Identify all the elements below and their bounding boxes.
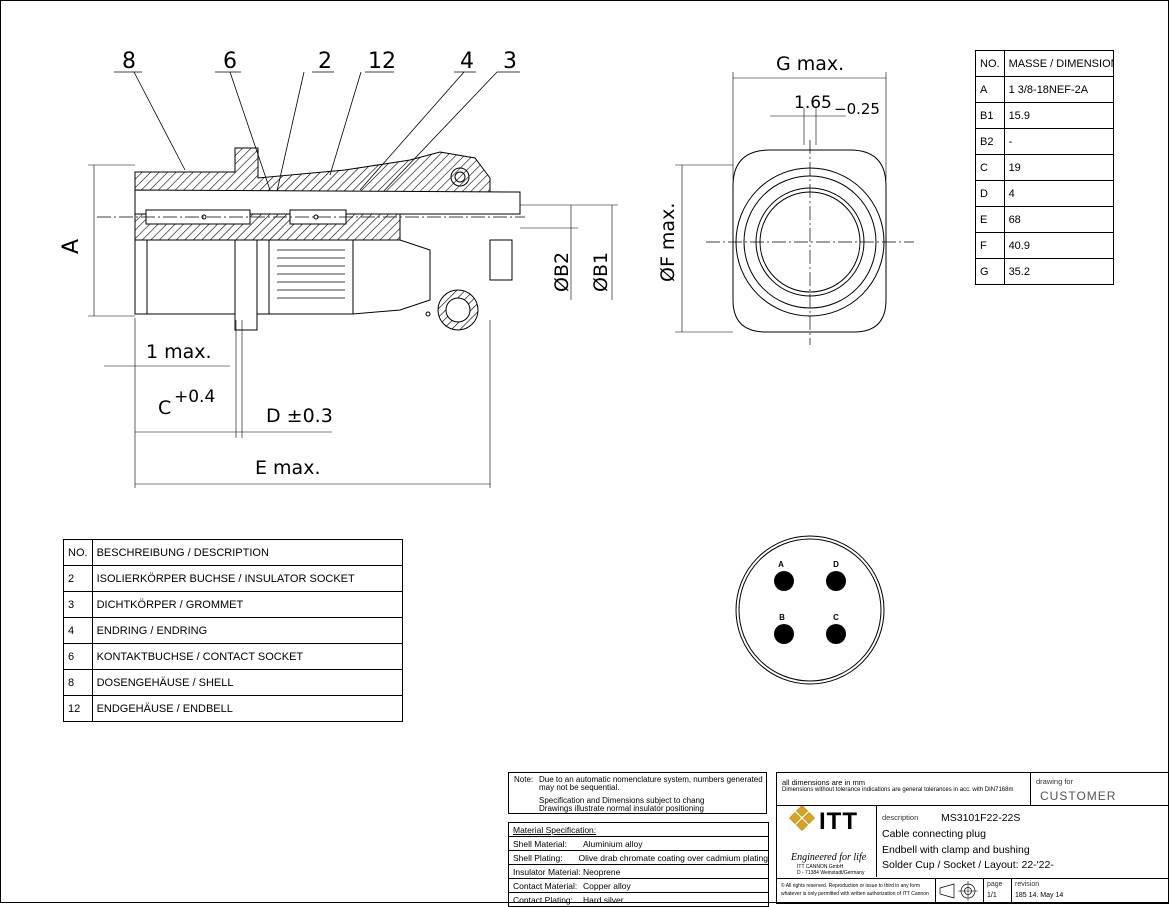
copyright-line: © All rights reserved. Reproduction or i… bbox=[781, 883, 921, 889]
dim-label-1max: 1 max. bbox=[146, 341, 212, 363]
pin-b bbox=[774, 624, 794, 644]
front-view-labels: G max. 1.65 −0.25 ØF max. bbox=[657, 53, 880, 282]
page-label: page bbox=[987, 881, 1003, 888]
material-title: Material Specification: bbox=[513, 824, 597, 835]
note-box: Note: Due to an automatic nomenclature s… bbox=[508, 772, 767, 814]
material-row: Contact Plating:Hard silver bbox=[509, 893, 768, 907]
projection-symbol-icon bbox=[939, 881, 978, 901]
pin-a bbox=[774, 571, 794, 591]
itt-logo-text: ITT bbox=[819, 808, 858, 835]
dim-label-165: 1.65 bbox=[794, 93, 832, 113]
dim-label-c: C bbox=[158, 397, 171, 419]
material-title-row: Material Specification: bbox=[509, 823, 768, 837]
part-number: MS3101F22-22S bbox=[941, 812, 1021, 824]
drawing-for-label: drawing for bbox=[1036, 777, 1074, 786]
title-block: all dimensions are in mm Dimensions with… bbox=[776, 772, 1169, 904]
side-view-labels: 8 6 2 12 4 3 A ØB2 ØB1 1 max. C +0.4 D ±… bbox=[59, 49, 612, 479]
page-cell: page 1/1 bbox=[984, 878, 1012, 903]
dim-label-c-tol: +0.4 bbox=[174, 387, 215, 407]
pin-label-c: C bbox=[833, 613, 839, 622]
callout-12: 12 bbox=[368, 49, 396, 74]
description-line: Cable connecting plug bbox=[882, 828, 986, 840]
note-line: Drawings illustrate normal insulator pos… bbox=[539, 804, 704, 813]
pin-d bbox=[826, 571, 846, 591]
pin-c bbox=[826, 624, 846, 644]
note-line: Specification and Dimensions subject to … bbox=[539, 796, 705, 805]
revision-cell: revision 185 14. May 14 bbox=[1012, 878, 1169, 903]
note-label: Note: bbox=[514, 775, 534, 784]
callout-3: 3 bbox=[503, 49, 517, 74]
itt-logo-icon bbox=[789, 806, 815, 832]
description-line: Endbell with clamp and bushing bbox=[882, 844, 1030, 856]
company-line: ITT CANNON GmbH bbox=[797, 864, 844, 870]
callout-4: 4 bbox=[460, 49, 474, 74]
dim-label-165-tol: −0.25 bbox=[834, 100, 880, 118]
material-specification: Material Specification: Shell Material:A… bbox=[508, 822, 769, 907]
dim-label-f: ØF max. bbox=[657, 203, 679, 282]
company-line: D - 71384 Weinstadt/Germany bbox=[797, 870, 865, 876]
description-label: description bbox=[882, 813, 919, 822]
dim-label-a: A bbox=[59, 239, 84, 254]
pin-label-a: A bbox=[778, 560, 784, 569]
revision-label: revision bbox=[1015, 881, 1040, 888]
side-section-view bbox=[88, 71, 618, 488]
pin-label-b: B bbox=[779, 613, 785, 622]
tagline: Engineered for life bbox=[791, 852, 867, 863]
dim-label-b2: ØB2 bbox=[551, 252, 573, 292]
description-line: Solder Cup / Socket / Layout: 22-'22- bbox=[882, 859, 1054, 871]
description-cell: description MS3101F22-22S Cable connecti… bbox=[877, 806, 1169, 877]
projection-symbol-cell bbox=[936, 878, 984, 903]
copyright-cell: © All rights reserved. Reproduction or i… bbox=[777, 878, 936, 903]
table-row: B2- bbox=[975, 128, 1114, 155]
pin-label-d: D bbox=[833, 560, 839, 569]
material-row: Insulator Material:Neoprene bbox=[509, 865, 768, 879]
dim-label-b1: ØB1 bbox=[590, 252, 612, 292]
copyright-line: whatever is only permitted with written … bbox=[781, 891, 929, 897]
drawing-for-value: CUSTOMER bbox=[1040, 789, 1117, 803]
pin-layout-view: A D B C bbox=[735, 535, 885, 685]
front-view bbox=[675, 72, 914, 345]
material-row: Shell Material:Aluminium alloy bbox=[509, 837, 768, 851]
dimension-table-header: NO. MASSE / DIMENSION bbox=[975, 50, 1114, 77]
note-line: may not be sequential. bbox=[539, 783, 620, 792]
callout-6: 6 bbox=[223, 49, 237, 74]
material-row: Contact Material:Copper alloy bbox=[509, 879, 768, 893]
dim-label-d: D ±0.3 bbox=[266, 405, 333, 427]
material-row: Shell Plating:Olive drab chromate coatin… bbox=[509, 851, 768, 865]
dims-note-cell: all dimensions are in mm Dimensions with… bbox=[777, 773, 1031, 806]
dim-label-g: G max. bbox=[776, 53, 844, 75]
drawing-for-cell: drawing for CUSTOMER bbox=[1031, 773, 1168, 806]
revision-value: 185 14. May 14 bbox=[1015, 892, 1064, 899]
dim-label-e: E max. bbox=[255, 457, 320, 479]
callout-2: 2 bbox=[318, 49, 332, 74]
note-line: Due to an automatic nomenclature system,… bbox=[539, 775, 763, 784]
dims-note-line: Dimensions without tolerance indications… bbox=[782, 787, 1014, 793]
description-table-header: NO. BESCHREIBUNG / DESCRIPTION bbox=[63, 539, 404, 566]
page-value: 1/1 bbox=[987, 892, 997, 899]
callout-8: 8 bbox=[122, 49, 136, 74]
logo-cell: ITT Engineered for life ITT CANNON GmbH … bbox=[777, 806, 877, 877]
dims-note-line: all dimensions are in mm bbox=[782, 778, 865, 787]
